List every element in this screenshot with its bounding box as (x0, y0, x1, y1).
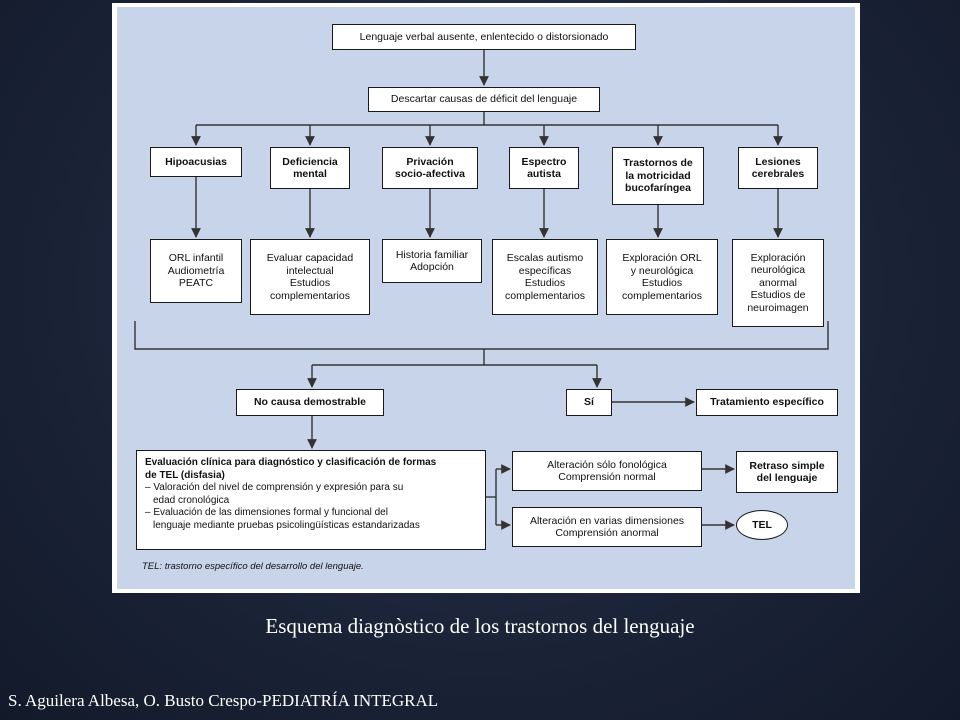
evaluation-line: – Valoración del nivel de comprensión y … (145, 482, 404, 493)
simple-delay-line: del lenguaje (756, 472, 818, 484)
box-cause-lesiones: Lesiones cerebrales (738, 147, 818, 189)
box-detail-privacion: Historia familiar Adopción (382, 239, 482, 283)
detail-line: Evaluar capacidad (266, 252, 354, 264)
detail-line: Estudios de (750, 289, 806, 302)
detail-line: Historia familiar (395, 248, 469, 261)
diagram-figure: Lenguaje verbal ausente, enlentecido o d… (112, 3, 860, 593)
cause-title-line: bucofaríngea (625, 182, 691, 195)
cause-title-line: Lesiones (755, 155, 801, 168)
detail-line: ORL infantil (168, 252, 224, 265)
detail-line: Audiometría (167, 264, 225, 277)
box-detail-deficiencia: Evaluar capacidad intelectual Estudios c… (250, 239, 370, 315)
evaluation-line: Evaluación clínica para diagnóstico y cl… (145, 457, 437, 468)
box-verbal-language-text: Lenguaje verbal ausente, enlentecido o d… (359, 30, 609, 43)
cause-title-line: Espectro (521, 155, 567, 168)
box-cause-motricidad: Trastornos de la motricidad bucofaríngea (612, 147, 704, 205)
cause-title-line: mental (293, 168, 327, 180)
diagram-footnote: TEL: trastorno específico del desarrollo… (142, 561, 364, 572)
box-cause-hipoacusias: Hipoacusias (150, 147, 242, 177)
box-detail-motricidad: Exploración ORL y neurológica Estudios c… (606, 239, 718, 315)
box-no-cause-text: No causa demostrable (253, 396, 367, 409)
evaluation-line: de TEL (disfasia) (145, 469, 225, 481)
box-clinical-evaluation: Evaluación clínica para diagnóstico y cl… (136, 450, 486, 550)
multiple-line: Alteración en varias dimensiones (529, 514, 685, 527)
cause-title-line: Deficiencia (282, 155, 338, 168)
phonological-line: Alteración sólo fonológica (547, 458, 667, 471)
detail-line: Exploración ORL (622, 252, 702, 264)
cause-title-line: cerebrales (751, 168, 805, 180)
cause-title-line: la motricidad (625, 169, 691, 182)
box-multiple-dimensions: Alteración en varias dimensiones Compren… (512, 507, 702, 547)
cause-title-line: socio-afectiva (394, 168, 466, 180)
box-detail-autista: Escalas autismo específicas Estudios com… (492, 239, 598, 315)
phonological-line: Comprensión normal (558, 471, 656, 483)
evaluation-line: – Evaluación de las dimensiones formal y… (145, 507, 388, 518)
detail-line: Adopción (410, 261, 454, 273)
box-simple-delay: Retraso simple del lenguaje (736, 451, 838, 493)
box-cause-privacion: Privación socio-afectiva (382, 147, 478, 189)
box-yes-text: Sí (584, 396, 594, 409)
box-specific-treatment-text: Tratamiento específico (710, 396, 824, 409)
box-detail-hipoacusias: ORL infantil Audiometría PEATC (150, 239, 242, 303)
box-discard-causes: Descartar causas de déficit del lenguaje (368, 87, 600, 112)
detail-line: específicas (518, 264, 572, 277)
box-verbal-language: Lenguaje verbal ausente, enlentecido o d… (332, 24, 636, 50)
connector-lines (134, 50, 829, 530)
simple-delay-line: Retraso simple (749, 459, 825, 472)
detail-line: complementarios (622, 289, 702, 302)
detail-line: neurológica (750, 264, 806, 277)
detail-line: complementarios (505, 289, 585, 302)
cause-title-line: Privación (406, 155, 454, 168)
collecting-bracket (134, 321, 829, 350)
detail-line: Estudios (641, 277, 683, 289)
box-yes: Sí (566, 389, 612, 416)
oval-tel: TEL (736, 510, 788, 540)
box-detail-lesiones: Exploración neurológica anormal Estudios… (732, 239, 824, 327)
detail-line: Estudios (289, 277, 331, 289)
box-discard-causes-text: Descartar causas de déficit del lenguaje (390, 93, 578, 106)
multiple-line: Comprensión anormal (555, 527, 659, 539)
box-cause-deficiencia: Deficiencia mental (270, 147, 350, 189)
oval-tel-text: TEL (752, 518, 772, 531)
detail-line: Escalas autismo (506, 252, 584, 264)
slide-credit: S. Aguilera Albesa, O. Busto Crespo-PEDI… (8, 691, 439, 710)
detail-line: y neurológica (630, 264, 694, 277)
detail-line: anormal (759, 276, 797, 289)
cause-title-line: autista (527, 168, 561, 180)
detail-line: neuroimagen (747, 301, 809, 314)
slide-caption: Esquema diagnòstico de los trastornos de… (265, 614, 695, 638)
detail-line: PEATC (178, 277, 214, 290)
box-cause-autista: Espectro autista (509, 147, 579, 189)
detail-line: complementarios (270, 289, 350, 302)
cause-title-line: Trastornos de (623, 157, 693, 170)
detail-line: intelectual (286, 264, 334, 277)
detail-line: Estudios (524, 277, 566, 289)
detail-line: Exploración (750, 251, 806, 264)
evaluation-line: edad cronológica (153, 494, 230, 506)
box-no-cause: No causa demostrable (236, 389, 384, 416)
cause-title-line: Hipoacusias (165, 155, 227, 168)
evaluation-line: lenguaje mediante pruebas psicolingüísti… (153, 519, 420, 531)
box-phonological: Alteración sólo fonológica Comprensión n… (512, 451, 702, 491)
box-specific-treatment: Tratamiento específico (696, 389, 838, 416)
